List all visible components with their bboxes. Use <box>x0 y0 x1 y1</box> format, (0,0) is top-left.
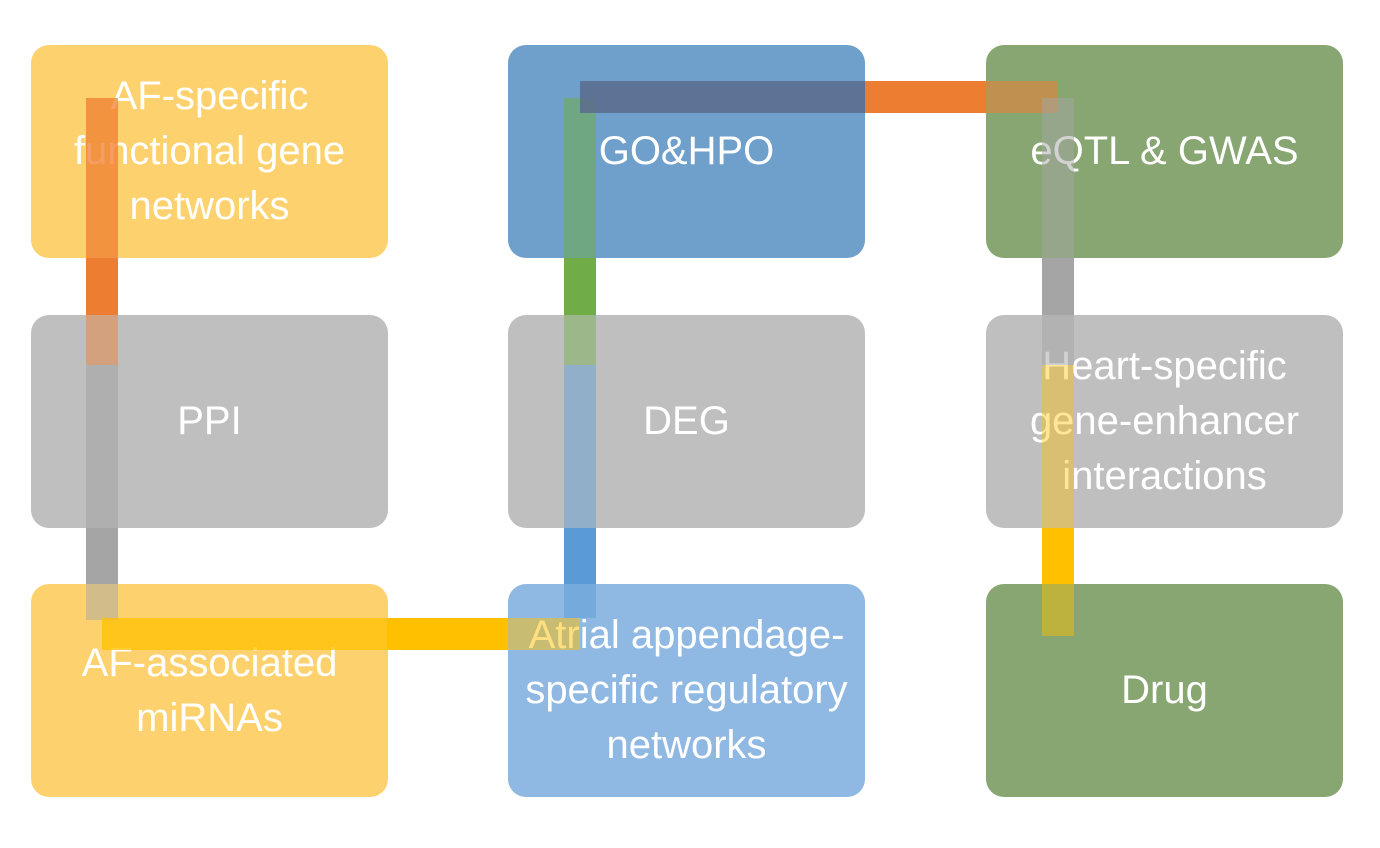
connector-af-specific-to-ppi-tail <box>86 315 118 365</box>
box-label: PPI <box>177 399 242 443</box>
box-af-associated-mirnas: AF-associated miRNAs <box>31 584 388 797</box>
box-go-hpo: GO&HPO <box>508 45 865 258</box>
connector-deg-to-gohpo-inside-top <box>564 98 596 258</box>
box-deg: DEG <box>508 315 865 528</box>
box-label: Drug <box>1121 668 1208 712</box>
connector-heart-to-drug-inside-bottom <box>1042 584 1074 636</box>
box-label: AF-associated miRNAs <box>81 640 338 740</box>
connector-af-specific-to-ppi-gap <box>86 258 118 315</box>
box-eqtl-gwas: eQTL & GWAS <box>986 45 1343 258</box>
box-drug: Drug <box>986 584 1343 797</box>
connector-eqtl-to-heart-inside-top <box>1042 98 1074 258</box>
connector-deg-to-gohpo-inside-bottom <box>564 315 596 365</box>
connector-atrial-to-deg-inside-top <box>564 365 596 528</box>
connector-gohpo-to-eqtl-inside-left <box>580 81 865 113</box>
box-label: Heart-specific gene-enhancer interaction… <box>1029 344 1300 498</box>
connector-mirnas-to-atrial-inside-right <box>508 618 580 650</box>
connector-atrial-to-deg-gap <box>564 528 596 584</box>
box-ppi: PPI <box>31 315 388 528</box>
box-label: DEG <box>643 399 730 443</box>
connector-eqtl-to-heart-inside-bottom <box>1042 315 1074 365</box>
box-af-specific-functional-gene-networks: AF-specific functional gene networks <box>31 45 388 258</box>
connector-heart-to-drug-inside-top <box>1042 365 1074 528</box>
connector-mirnas-to-atrial-inside-left <box>102 618 387 650</box>
connector-deg-to-gohpo-gap <box>564 258 596 315</box>
connector-gohpo-to-eqtl-gap <box>865 81 986 113</box>
connector-ppi-to-mirnas-gap <box>86 528 118 584</box>
connector-heart-to-drug-gap <box>1042 528 1074 584</box>
connector-af-specific-to-ppi <box>86 98 118 258</box>
connector-mirnas-to-atrial-gap <box>387 618 508 650</box>
box-label: GO&HPO <box>598 129 775 173</box>
connector-eqtl-to-heart-gap <box>1042 258 1074 315</box>
box-heart-specific-gene-enhancer-interactions: Heart-specific gene-enhancer interaction… <box>986 315 1343 528</box>
connector-ppi-to-mirnas-tail <box>86 584 118 620</box>
connector-ppi-to-mirnas <box>86 365 118 528</box>
connector-atrial-to-deg-inside-bottom <box>564 584 596 618</box>
box-atrial-appendage-specific-regulatory-networks: Atrial appendage- specific regulatory ne… <box>508 584 865 797</box>
